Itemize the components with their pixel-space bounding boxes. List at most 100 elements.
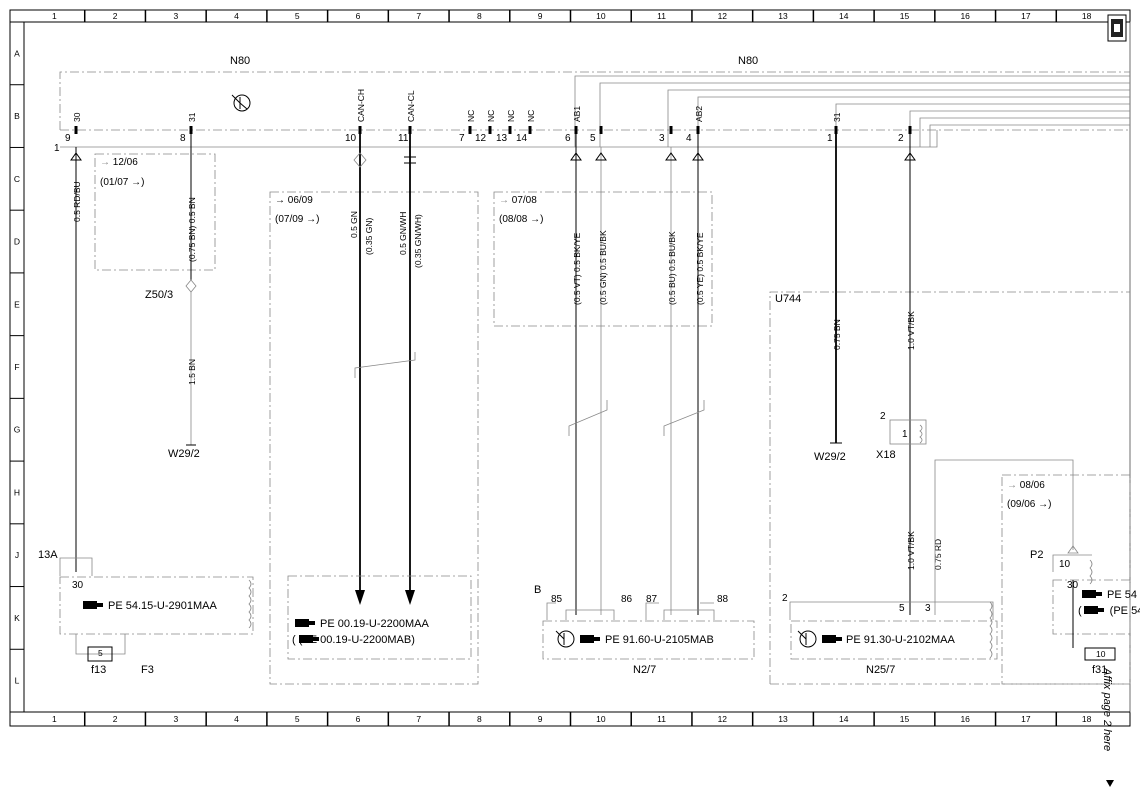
transistor-icon xyxy=(231,94,251,112)
column-label-bottom: 1 xyxy=(52,714,57,724)
column-label-bottom: 6 xyxy=(356,714,361,724)
n2-7-relay-frame xyxy=(546,602,715,620)
hand-icon-4 xyxy=(822,635,842,643)
column-label-top: 16 xyxy=(960,11,970,21)
row-label: C xyxy=(14,174,20,184)
wire-label-bn: (0.75 BN) 0.5 BN xyxy=(187,197,197,262)
wire-ab1-5 xyxy=(595,147,607,615)
pin-13: 13 xyxy=(496,133,508,144)
pin-p2-10: 10 xyxy=(1059,559,1071,570)
pin-3: 3 xyxy=(659,133,665,144)
row-label: E xyxy=(14,299,20,309)
pin-8: 8 xyxy=(180,133,186,144)
column-label-bottom: 16 xyxy=(960,714,970,724)
wire-pin9 xyxy=(70,147,82,572)
signal-ab1: AB1 xyxy=(572,106,582,122)
row-label: G xyxy=(14,425,21,435)
column-label-bottom: 12 xyxy=(718,714,728,724)
n25-7-frame xyxy=(789,601,994,620)
row-label: A xyxy=(14,48,20,58)
transistor-icon-n2-7 xyxy=(555,630,575,648)
pin-mark xyxy=(599,126,603,134)
signal-nc-4: NC xyxy=(526,110,536,122)
x18-coil xyxy=(919,424,923,444)
column-label-bottom: 5 xyxy=(295,714,300,724)
pin-mark xyxy=(508,126,512,134)
column-label-bottom: 2 xyxy=(113,714,118,724)
column-label-top: 8 xyxy=(477,11,482,21)
component-n25-7: N25/7 xyxy=(866,664,895,676)
wire-label-bkye-1: (0.5 VT) 0.5 BK/YE xyxy=(572,232,582,305)
pin-88: 88 xyxy=(717,594,729,605)
pin-n25-2: 2 xyxy=(782,593,788,604)
column-label-bottom: 9 xyxy=(538,714,543,724)
range-0806-to: (09/06 →) xyxy=(1007,499,1051,510)
ref-pe-0019-mab: ( (PE 00.19-U-2200MAB) xyxy=(292,634,415,646)
column-label-top: 6 xyxy=(356,11,361,21)
column-label-top: 7 xyxy=(416,11,421,21)
pin-9: 9 xyxy=(65,133,71,144)
wire-pin2-right xyxy=(904,130,916,615)
column-label-top: 14 xyxy=(839,11,849,21)
signal-31: 31 xyxy=(187,112,197,122)
column-label-top: 13 xyxy=(778,11,788,21)
row-label: B xyxy=(14,111,20,121)
pin-mark xyxy=(528,126,532,134)
pin-12: 12 xyxy=(475,133,487,144)
range-0806-from: → 08/06 xyxy=(1007,480,1045,491)
ref-pe-0019-maa: PE 00.19-U-2200MAA xyxy=(320,618,429,630)
signal-30: 30 xyxy=(72,112,82,122)
wire-label-gnwh-alt: (0.35 GN/WH) xyxy=(413,214,423,268)
pin-mark xyxy=(74,126,78,134)
n25-7-coil xyxy=(989,601,993,659)
signal-can-l: CAN-CL xyxy=(406,90,416,122)
signal-31-right: 31 xyxy=(832,112,842,122)
wire-label-vtbk-1: 1.0 VT/BK xyxy=(906,311,916,350)
13a-bracket xyxy=(59,557,93,576)
wire-label-bubk-1: (0.5 GN) 0.5 BU/BK xyxy=(598,230,608,305)
hand-icon-f3 xyxy=(83,601,103,609)
wire-label-gnwh: 0.5 GN/WH xyxy=(398,212,408,255)
twisted-pair-mark-ab2 xyxy=(663,400,705,436)
range-box-0806 xyxy=(1001,474,1131,685)
component-n2-7: N2/7 xyxy=(633,664,656,676)
page-corner-icon xyxy=(1107,14,1127,42)
column-label-top: 2 xyxy=(113,11,118,21)
fuse-5-label: 5 xyxy=(98,648,103,658)
component-w29-2-right: W29/2 xyxy=(814,451,846,463)
pe-box-0019 xyxy=(287,575,472,660)
range-0609-from: → 06/09 xyxy=(275,195,313,206)
column-label-bottom: 13 xyxy=(778,714,788,724)
pin-5: 5 xyxy=(590,133,596,144)
column-label-bottom: 11 xyxy=(657,714,666,724)
x18-connector xyxy=(889,419,927,445)
pin-86: 86 xyxy=(621,594,633,605)
wire-can-l xyxy=(404,130,416,605)
signal-nc-3: NC xyxy=(506,110,516,122)
p2-frame xyxy=(1052,554,1092,572)
affix-arrow-icon xyxy=(1106,780,1114,787)
column-label-bottom: 7 xyxy=(416,714,421,724)
n80-left-label: N80 xyxy=(230,55,250,67)
column-label-bottom: 10 xyxy=(596,714,606,724)
pin-87: 87 xyxy=(646,594,658,605)
wire-label-gn-alt: (0.35 GN) xyxy=(364,218,374,255)
f3-coil xyxy=(248,579,252,629)
pin-f3-30: 30 xyxy=(72,580,84,591)
pin-mark xyxy=(488,126,492,134)
n25-7-box xyxy=(790,620,998,660)
component-f31: f31 xyxy=(1092,664,1107,676)
column-label-top: 10 xyxy=(596,11,606,21)
hand-icon-1 xyxy=(295,619,315,627)
column-label-top: 15 xyxy=(900,11,910,21)
range-0708-to: (08/08 →) xyxy=(499,214,543,225)
pin-x18-2: 2 xyxy=(880,411,886,422)
wire-ab1-6 xyxy=(570,130,582,615)
column-label-bottom: 14 xyxy=(839,714,849,724)
ref-pe-9130: PE 91.30-U-2102MAA xyxy=(846,634,955,646)
pin-2: 2 xyxy=(898,133,904,144)
component-z50-3: Z50/3 xyxy=(145,289,173,301)
pin-n25-3: 3 xyxy=(925,603,931,614)
column-label-top: 4 xyxy=(234,11,239,21)
